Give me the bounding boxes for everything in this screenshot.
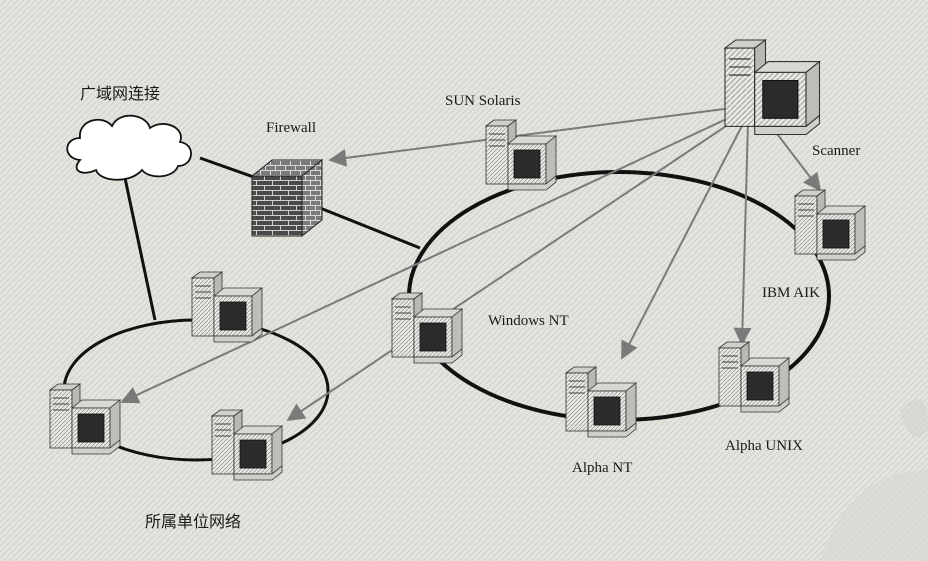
alpha-nt-label: Alpha NT [572,460,633,476]
arrow-to-unit-pc-right [286,117,739,422]
watermark-shape [820,470,928,561]
ibm-aik-label: IBM AIK [762,285,820,301]
cloud-link [123,177,157,321]
arrow-to-unit-pc-left [120,114,736,404]
scanner-label: Scanner [812,143,861,159]
alpha-unix-label: Alpha UNIX [725,438,803,454]
arrow-to-alpha-nt [621,119,746,360]
firewall-label: Firewall [266,120,316,136]
scan-arrows [120,107,822,422]
firewall-icon [250,158,324,238]
arrow-to-alpha-unix [733,121,752,346]
wan-cloud-icon [66,114,192,181]
wan-label: 广域网连接 [80,84,161,103]
arrow-to-firewall [328,107,733,167]
windows-nt-label: Windows NT [488,313,569,329]
sun-solaris-label: SUN Solaris [445,93,521,109]
unit-network-label: 所属单位网络 [145,512,242,531]
watermark-shape-2 [900,398,928,437]
